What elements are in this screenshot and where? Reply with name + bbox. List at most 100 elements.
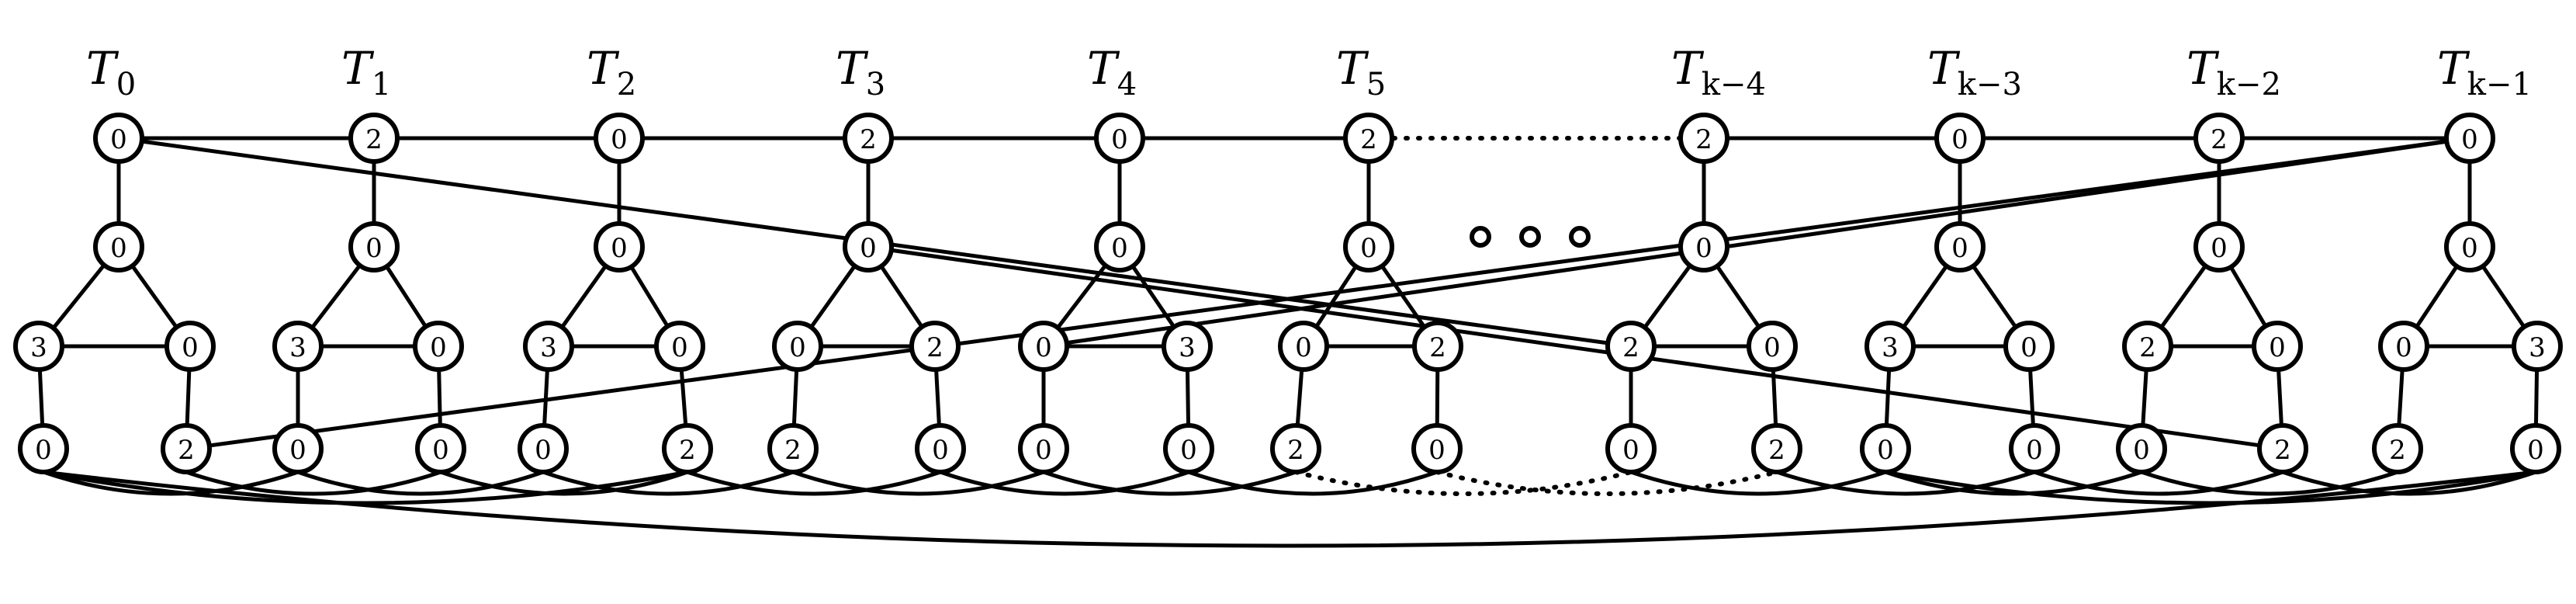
node-circle bbox=[1751, 423, 1802, 474]
node-value: 2 bbox=[2139, 332, 2156, 363]
cross-edge bbox=[867, 245, 2283, 451]
top-node: 2 bbox=[2193, 113, 2245, 164]
top-node: 2 bbox=[843, 113, 894, 164]
node-value: 0 bbox=[2527, 435, 2544, 466]
gadget-label-letter: T bbox=[86, 42, 119, 95]
node-value: 3 bbox=[1882, 332, 1899, 363]
triangle-right-node: 0 bbox=[2003, 321, 2055, 372]
gadget-label: Tk−3 bbox=[1927, 42, 2022, 102]
triangle-left-node: 3 bbox=[1864, 321, 1916, 372]
gadget-label: T5 bbox=[1336, 42, 1386, 102]
bottom-arc-edge bbox=[2034, 470, 2283, 496]
triangle-left-node: 0 bbox=[2378, 321, 2429, 372]
node-value: 0 bbox=[1180, 435, 1197, 466]
mid-node: 0 bbox=[348, 221, 400, 272]
node-circle bbox=[1678, 221, 1729, 272]
node-circle bbox=[594, 221, 645, 272]
node-circle bbox=[1162, 321, 1213, 372]
gadget-label: T0 bbox=[86, 42, 136, 102]
node-circle bbox=[767, 423, 819, 474]
node-circle bbox=[1094, 113, 1145, 164]
node-value: 0 bbox=[1951, 233, 1968, 264]
node-value: 3 bbox=[289, 332, 306, 363]
bottom-arc-edge bbox=[1435, 470, 1779, 496]
mid-node: 0 bbox=[594, 221, 645, 272]
node-circle bbox=[1278, 321, 1329, 372]
node-circle bbox=[654, 321, 705, 372]
node-value: 0 bbox=[932, 435, 949, 466]
ellipsis-marks bbox=[1470, 226, 1591, 248]
triangle-right-node: 0 bbox=[2252, 321, 2303, 372]
mid-node: 0 bbox=[93, 221, 144, 272]
bottom-arc-edge bbox=[2141, 470, 2398, 496]
node-circle bbox=[1934, 113, 1986, 164]
node-circle bbox=[18, 423, 69, 474]
node-value: 0 bbox=[289, 435, 306, 466]
node-circle bbox=[909, 321, 961, 372]
node-value: 0 bbox=[182, 332, 199, 363]
mid-node: 0 bbox=[1934, 221, 1986, 272]
bottom-right-node: 0 bbox=[2510, 423, 2561, 474]
node-value: 3 bbox=[30, 332, 47, 363]
node-circle bbox=[93, 221, 144, 272]
triangle-left-node: 2 bbox=[1605, 321, 1657, 372]
node-circle bbox=[272, 423, 324, 474]
mid-node: 0 bbox=[2193, 221, 2245, 272]
node-value: 0 bbox=[611, 124, 628, 155]
bottom-left-node: 0 bbox=[1860, 423, 1911, 474]
top-node: 0 bbox=[93, 113, 144, 164]
bottom-right-node: 0 bbox=[915, 423, 966, 474]
bottom-right-node: 0 bbox=[2009, 423, 2060, 474]
triangle-left-node: 0 bbox=[772, 321, 823, 372]
node-circle bbox=[1864, 321, 1916, 372]
node-circle bbox=[518, 423, 569, 474]
bottom-arc-edge bbox=[43, 470, 299, 496]
node-circle bbox=[523, 321, 574, 372]
gadget-label: Tk−1 bbox=[2437, 42, 2532, 102]
node-value: 2 bbox=[1360, 124, 1377, 155]
bottom-arc-edge bbox=[792, 470, 1044, 496]
node-value: 3 bbox=[540, 332, 557, 363]
node-circle bbox=[1747, 321, 1798, 372]
node-circle bbox=[1934, 221, 1986, 272]
top-node: 0 bbox=[1094, 113, 1145, 164]
node-value: 0 bbox=[110, 124, 127, 155]
node-value: 0 bbox=[35, 435, 52, 466]
node-circle bbox=[348, 221, 400, 272]
node-circle bbox=[2122, 321, 2173, 372]
node-circle bbox=[2378, 321, 2429, 372]
node-value: 0 bbox=[1035, 332, 1052, 363]
top-node: 0 bbox=[2444, 113, 2495, 164]
node-circle bbox=[2444, 113, 2495, 164]
bottom-left-node: 0 bbox=[1605, 423, 1657, 474]
top-node: 2 bbox=[348, 113, 400, 164]
gadget-label-letter: T bbox=[836, 42, 869, 95]
node-value: 0 bbox=[430, 332, 447, 363]
node-circle bbox=[1343, 113, 1394, 164]
ellipsis-dot bbox=[1569, 226, 1591, 248]
node-circle bbox=[2257, 423, 2308, 474]
gadget-label-letter: T bbox=[2186, 42, 2220, 95]
bottom-left-node: 0 bbox=[1018, 423, 1069, 474]
bottom-left-node: 2 bbox=[2372, 423, 2423, 474]
node-circle bbox=[594, 113, 645, 164]
node-circle bbox=[164, 321, 216, 372]
bottom-arc-edge bbox=[440, 470, 688, 496]
gadget-label: Tk−2 bbox=[2186, 42, 2281, 102]
bottom-arc-edge bbox=[940, 470, 1189, 496]
node-circle bbox=[915, 423, 966, 474]
triangle-left-node: 2 bbox=[2122, 321, 2173, 372]
mid-node: 0 bbox=[2444, 221, 2495, 272]
gadget-label-subscript: 1 bbox=[372, 67, 391, 102]
node-value: 2 bbox=[926, 332, 943, 363]
node-circle bbox=[1094, 221, 1145, 272]
node-circle bbox=[415, 423, 466, 474]
bottom-right-node: 0 bbox=[1411, 423, 1463, 474]
node-value: 2 bbox=[2389, 435, 2406, 466]
node-value: 2 bbox=[365, 124, 383, 155]
